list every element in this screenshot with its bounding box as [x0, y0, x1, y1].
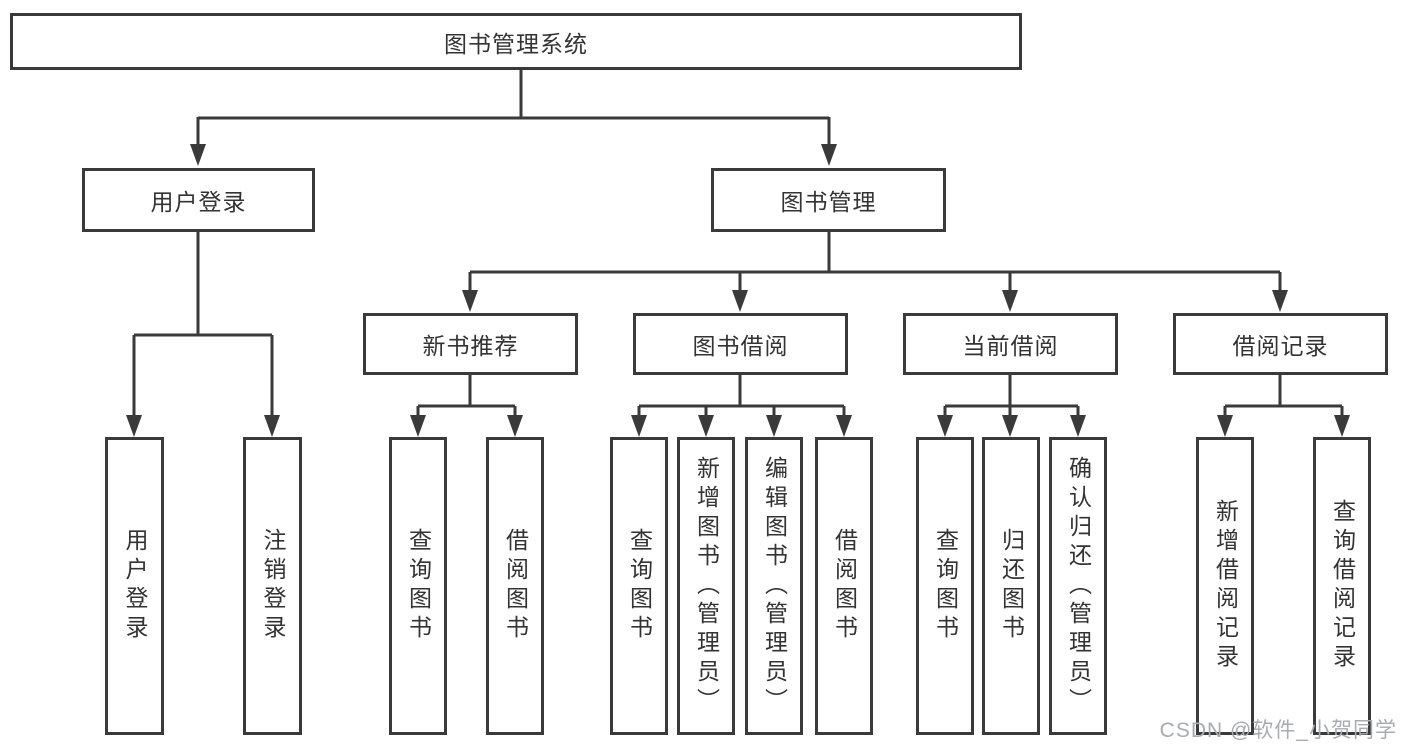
leaf-return-books: 归还图书: [982, 437, 1040, 735]
node-book-management: 图书管理: [711, 168, 946, 232]
leaf-borrow-books-1: 借阅图书: [486, 437, 544, 735]
node-current-borrow: 当前借阅: [903, 313, 1118, 375]
leaf-query-books-3-label: 查询图书: [932, 528, 959, 644]
leaf-query-borrow-record-label: 查询借阅记录: [1329, 499, 1356, 673]
node-new-book-recommend-label: 新书推荐: [422, 333, 519, 359]
leaf-add-books-admin-label: 新增图书（管理员）: [693, 455, 720, 717]
node-user-login: 用户登录: [82, 168, 315, 232]
leaf-borrow-books-2-label: 借阅图书: [831, 528, 858, 644]
node-new-book-recommend: 新书推荐: [363, 313, 578, 375]
leaf-query-books-2-label: 查询图书: [626, 528, 653, 644]
node-borrow-records: 借阅记录: [1173, 313, 1388, 375]
node-root-label: 图书管理系统: [444, 30, 588, 57]
leaf-query-books-1-label: 查询图书: [405, 528, 432, 644]
node-book-management-label: 图书管理: [780, 189, 877, 215]
leaf-query-books-3: 查询图书: [916, 437, 974, 735]
leaf-borrow-books-2: 借阅图书: [815, 437, 873, 735]
leaf-edit-books-admin: 编辑图书（管理员）: [745, 437, 803, 735]
node-root: 图书管理系统: [10, 13, 1022, 70]
arrowheads: [126, 144, 1350, 437]
leaf-query-books-2: 查询图书: [610, 437, 668, 735]
leaf-confirm-return-admin-label: 确认归还（管理员）: [1065, 455, 1092, 717]
leaf-logout-label: 注销登录: [260, 528, 286, 644]
leaf-borrow-books-1-label: 借阅图书: [502, 528, 529, 644]
leaf-logout: 注销登录: [243, 437, 302, 735]
leaf-return-books-label: 归还图书: [998, 528, 1025, 644]
csdn-watermark: CSDN @软件_小贺同学: [1159, 719, 1397, 742]
leaf-add-borrow-record-label: 新增借阅记录: [1212, 499, 1239, 673]
node-borrow-records-label: 借阅记录: [1232, 333, 1329, 359]
leaf-confirm-return-admin: 确认归还（管理员）: [1049, 437, 1107, 735]
node-user-login-label: 用户登录: [150, 189, 247, 215]
node-book-borrow: 图书借阅: [633, 313, 848, 375]
leaf-user-login: 用户登录: [105, 437, 164, 735]
leaf-add-borrow-record: 新增借阅记录: [1196, 437, 1254, 735]
leaf-user-login-label: 用户登录: [122, 528, 148, 644]
node-current-borrow-label: 当前借阅: [962, 333, 1059, 359]
node-book-borrow-label: 图书借阅: [692, 333, 789, 359]
leaf-add-books-admin: 新增图书（管理员）: [677, 437, 735, 735]
leaf-query-books-1: 查询图书: [389, 437, 447, 735]
leaf-edit-books-admin-label: 编辑图书（管理员）: [761, 455, 788, 717]
leaf-query-borrow-record: 查询借阅记录: [1313, 437, 1371, 735]
